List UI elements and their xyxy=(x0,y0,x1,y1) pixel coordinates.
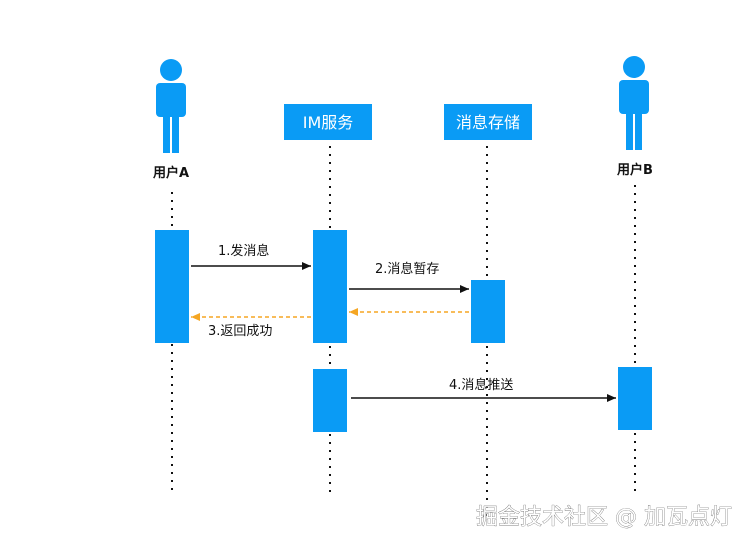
participant-im-service-box xyxy=(284,104,372,140)
message-label-4: 4.消息推送 xyxy=(449,377,513,393)
participant-im-service-label: IM服务 xyxy=(303,113,354,132)
participant-message-store-box xyxy=(444,104,532,140)
message-label-2: 2.消息暂存 xyxy=(375,261,439,277)
person-icon xyxy=(619,56,649,150)
participant-message-store-label: 消息存储 xyxy=(456,113,520,132)
participant-user-b-label: 用户B xyxy=(616,162,653,178)
person-icon xyxy=(156,59,186,153)
watermark: 掘金技术社区 @ 加瓦点灯 xyxy=(476,505,732,530)
activation-message-store xyxy=(471,280,505,343)
activation-im-service-2 xyxy=(313,369,347,432)
activation-user-b xyxy=(618,367,652,430)
activation-user-a xyxy=(155,230,189,343)
activation-im-service-1 xyxy=(313,230,347,343)
message-label-1: 1.发消息 xyxy=(218,243,269,259)
participant-user-a-label: 用户A xyxy=(152,165,189,181)
message-label-3: 3.返回成功 xyxy=(208,324,272,339)
